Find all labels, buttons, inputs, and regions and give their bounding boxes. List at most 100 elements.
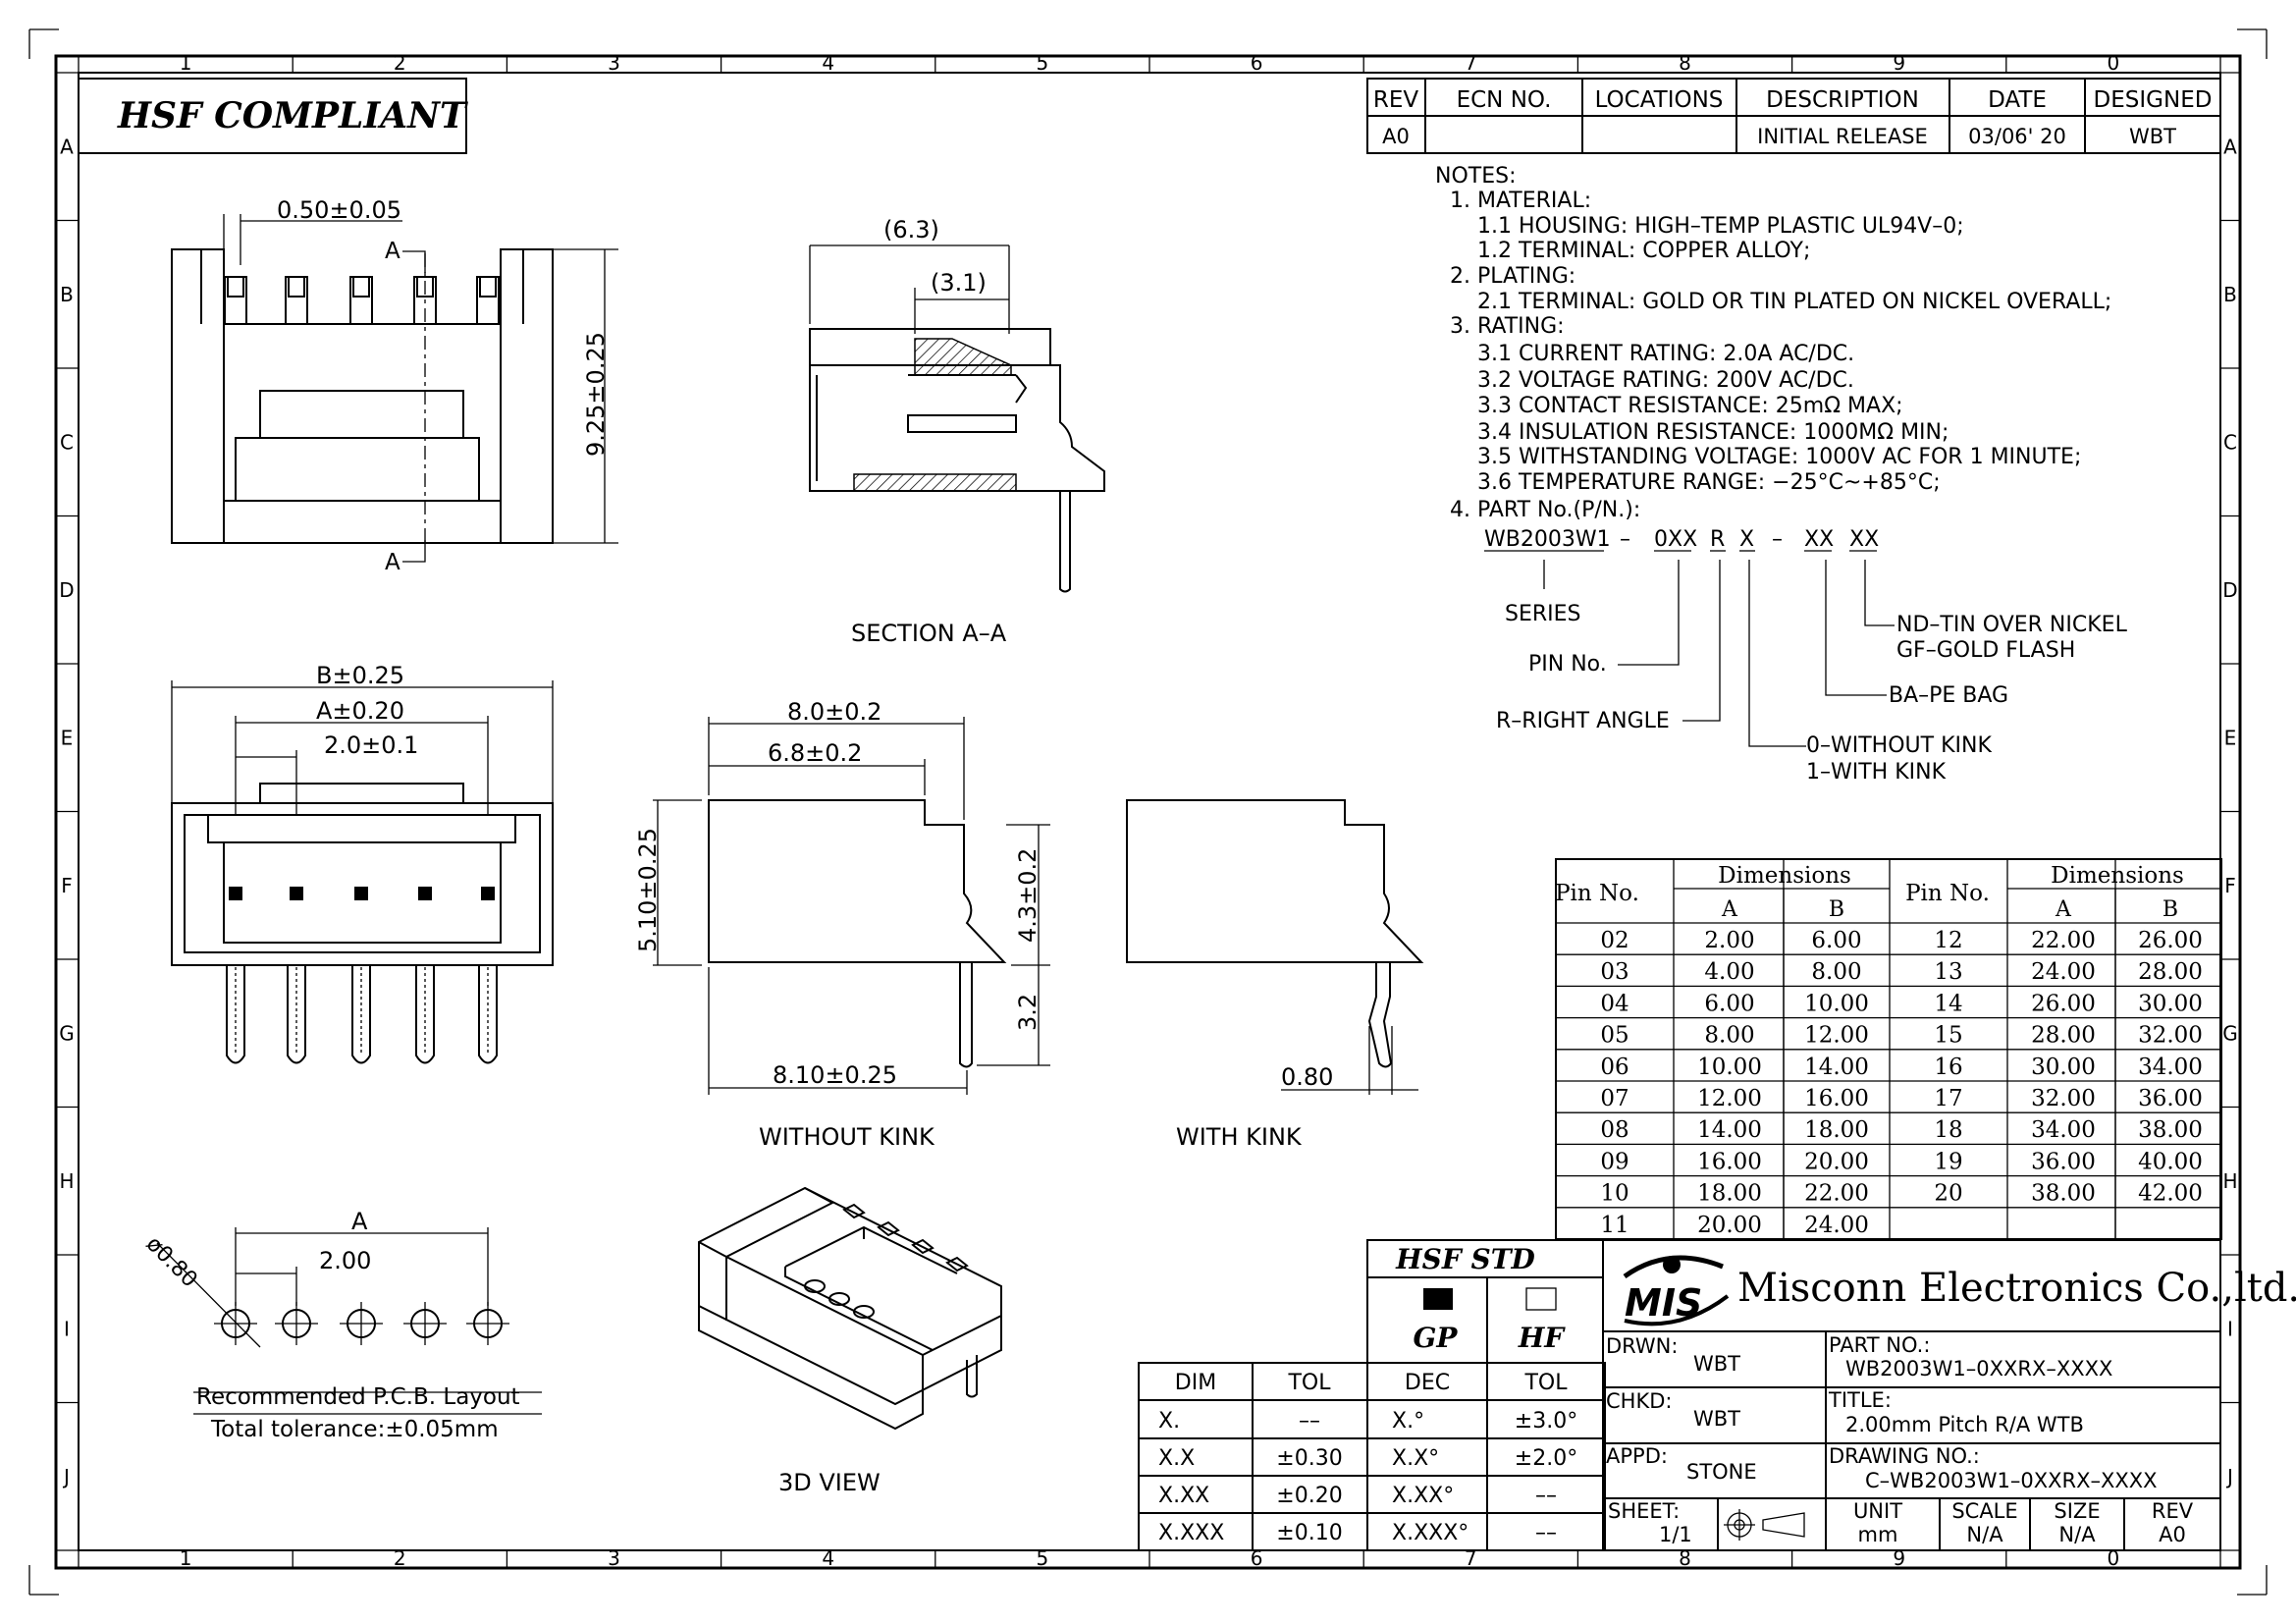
tolerance-header: TOL [1523,1371,1568,1395]
title-block: DRWN: WBT CHKD: WBT APPD: STONE PART NO.… [1602,1330,2221,1551]
col-b-header: B [2163,897,2178,922]
tolerance-value: –– [1299,1409,1320,1434]
ecn-header: ECN NO. [1457,87,1552,113]
locations-header: LOCATIONS [1595,87,1724,113]
pin-slot [224,276,247,325]
dim-cell: 20.00 [1697,1213,1762,1238]
grid-column-label: 0 [2108,1546,2120,1570]
grid-column-label: 6 [1251,51,1263,75]
grid-row-label: I [64,1317,70,1340]
section-marker-bottom: A [385,550,400,575]
pn-kink: X [1739,527,1754,552]
note-line: 4. PART No.(P/N.): [1450,498,1640,522]
dim-cell: 36.00 [2031,1149,2096,1174]
grid-row-label: D [59,578,74,602]
pin-cell: 08 [1600,1117,1629,1143]
hf-label: HF [1518,1322,1566,1354]
dim-cell: 12.00 [1697,1086,1762,1111]
pcb-holes [214,1302,509,1345]
grid-row-label: H [2222,1169,2237,1193]
dim-a: A±0.20 [316,697,404,725]
hsf-compliant-badge: HSF COMPLIANT [117,95,468,136]
pin-tail [415,965,435,1064]
dimensions-header: Dimensions [2051,863,2184,889]
dim-cell: 26.00 [2031,991,2096,1016]
dimension-table: Pin No. Pin No. Dimensions Dimensions A … [1555,858,2222,1240]
gp-label: GP [1414,1322,1459,1354]
pin-contact [229,887,242,900]
angle-tolerance: ±3.0° [1515,1409,1577,1434]
side-view-with-kink: 0.80 WITH KINK [1126,799,1424,1151]
note-line: 3.2 VOLTAGE RATING: 200V AC/DC. [1477,368,1854,393]
pin-cell: 05 [1600,1023,1629,1049]
sheet-value: 1/1 [1659,1523,1692,1546]
pin-slot [476,276,500,325]
dim-cell: 10.00 [1804,991,1869,1016]
chkd-value: WBT [1693,1407,1740,1431]
pn-right-angle: R–RIGHT ANGLE [1496,709,1670,733]
grid-row-label: G [2222,1021,2238,1045]
angle-tolerance: ±2.0° [1515,1446,1577,1471]
dim-pitch: 2.0±0.1 [324,731,418,759]
pcb-dim-a: A [351,1208,368,1235]
part-no-value: WB2003W1–0XXRX–XXXX [1845,1357,2112,1380]
section-marker-top: A [385,239,400,264]
pn-bag: XX [1804,527,1834,552]
dim-b: B±0.25 [316,662,404,689]
pin-contact [418,887,432,900]
tolerance-value: ±0.20 [1276,1484,1342,1508]
note-line: 2.1 TERMINAL: GOLD OR TIN PLATED ON NICK… [1477,290,2111,314]
grid-row-label: J [62,1465,70,1489]
top-view: 0.50±0.05 A A 9.25±0.25 [171,196,618,575]
pin-no-header: Pin No. [1555,881,1639,906]
grid-row-label: A [2223,135,2237,158]
dim-cell: 18.00 [1697,1181,1762,1207]
pin-contact [481,887,495,900]
pin-cell: 17 [1934,1086,1962,1111]
gp-checkbox-filled [1423,1288,1453,1310]
drawing-no-label: DRAWING NO.: [1829,1444,1980,1468]
grid-column-label: 2 [394,51,406,75]
angle-format: X.X° [1392,1446,1439,1471]
part-number-diagram: WB2003W1 – 0XX R X – XX XX SERIES PIN No… [1484,527,2128,785]
chkd-label: CHKD: [1606,1389,1672,1413]
grid-column-label: 4 [822,1546,834,1570]
grid-column-label: 9 [1893,51,1905,75]
grid-row-label: E [61,726,74,749]
rev-header: REV [1373,87,1419,113]
grid-row-label: B [60,283,74,306]
projection-symbol-icon [1724,1509,1805,1541]
pn-tin: ND–TIN OVER NICKEL [1896,613,2128,637]
pcb-layout: A 2.00 ø0.80 Recommended P.C.B. Layout T… [141,1208,542,1442]
pin-contact [354,887,368,900]
title-value: 2.00mm Pitch R/A WTB [1845,1413,2084,1436]
hsf-std-title: HSF STD [1395,1243,1535,1275]
pin-no-header: Pin No. [1905,881,1990,906]
grid-column-label: 4 [822,51,834,75]
grid-row-label: B [2223,283,2237,306]
dim-cell: 16.00 [1804,1086,1869,1111]
note-line: 2. PLATING: [1450,264,1575,289]
dim-format: X.XX [1158,1484,1209,1508]
dim-right-height: 4.3±0.2 [1014,848,1041,943]
note-line: 1. MATERIAL: [1450,189,1591,213]
pin-slot [285,276,308,325]
without-kink-caption: WITHOUT KINK [759,1123,935,1151]
revision-table: REV ECN NO. LOCATIONS DESCRIPTION DATE D… [1366,78,2221,154]
note-line: 3.6 TEMPERATURE RANGE: −25°C~+85°C; [1477,470,1941,495]
scale-label: SCALE [1951,1499,2017,1523]
grid-column-label: 9 [1893,1546,1905,1570]
dim-length-1: 8.0±0.2 [787,698,881,726]
dim-cell: 18.00 [1804,1117,1869,1143]
dim-cell: 12.00 [1804,1023,1869,1049]
pn-without-kink: 0–WITHOUT KINK [1806,733,1992,758]
pin-cell: 20 [1934,1181,1962,1207]
grid-column-label: 1 [180,51,192,75]
3d-view [698,1186,1002,1431]
tolerance-header: TOL [1287,1371,1331,1395]
dim-format: X.XXX [1158,1521,1224,1545]
pin-cell: 09 [1600,1149,1629,1174]
rev-value: A0 [1382,125,1410,148]
